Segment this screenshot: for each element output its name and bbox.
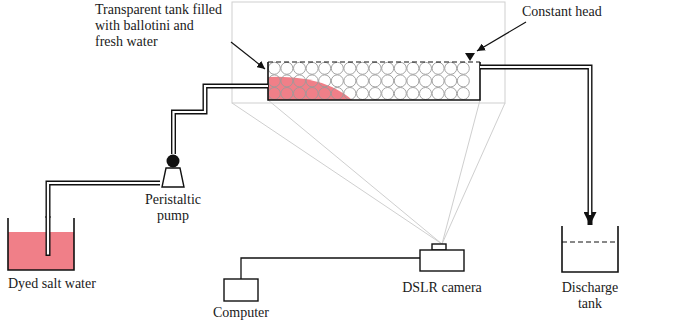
bead — [306, 88, 318, 100]
head-symbol — [465, 53, 475, 61]
tank-water — [268, 62, 480, 100]
bead — [268, 75, 280, 87]
discharge-tank-node: Discharge tank — [562, 226, 618, 272]
bead — [331, 62, 343, 74]
bead — [357, 88, 369, 100]
bead — [432, 62, 444, 74]
tank-node: Transparent tank filled with ballotini a… — [268, 62, 480, 100]
connector-line — [174, 86, 269, 154]
bead — [357, 62, 369, 74]
callout-label: Constant head — [522, 4, 602, 20]
salt-water — [8, 232, 74, 270]
bead — [294, 88, 306, 100]
bead — [420, 75, 432, 87]
cable-connector — [241, 258, 420, 279]
view-frame-box — [232, 2, 505, 103]
tube-bore — [174, 86, 269, 154]
bead — [407, 75, 419, 87]
node-label: Transparent tank filled with ballotini a… — [95, 2, 223, 50]
view-frame — [232, 2, 505, 244]
bead — [445, 75, 457, 87]
leader-line — [477, 22, 526, 51]
tube — [46, 216, 51, 256]
water-level — [562, 242, 618, 243]
water-level — [268, 61, 480, 62]
bead — [281, 75, 293, 87]
pump-node: Peristaltic pump — [160, 150, 186, 188]
bead — [369, 62, 381, 74]
bead — [420, 62, 432, 74]
bead — [357, 75, 369, 87]
bead — [420, 88, 432, 100]
bead — [445, 88, 457, 100]
bead — [344, 62, 356, 74]
view-line — [442, 100, 480, 244]
tube-connector — [480, 67, 590, 225]
bead — [344, 75, 356, 87]
bead — [281, 62, 293, 74]
bead — [331, 75, 343, 87]
bead — [268, 88, 280, 100]
bead — [457, 62, 469, 74]
bead — [344, 88, 356, 100]
computer-node: Computer — [224, 279, 258, 301]
leader-line — [231, 42, 265, 69]
tube-bore — [48, 183, 160, 218]
connector-line — [480, 67, 590, 225]
bead — [394, 88, 406, 100]
tube-connector — [174, 86, 269, 154]
tube-bore — [480, 67, 590, 215]
connector-line — [241, 258, 420, 279]
tube — [47, 216, 49, 255]
bead — [457, 75, 469, 87]
node-label: DSLR camera — [392, 280, 492, 296]
connector-line — [48, 183, 160, 218]
ballotini — [268, 62, 469, 99]
pump-base — [162, 168, 184, 187]
pump-rotor — [167, 155, 180, 168]
bead — [432, 75, 444, 87]
bead — [382, 88, 394, 100]
bead — [394, 62, 406, 74]
bead — [306, 75, 318, 87]
bead — [407, 62, 419, 74]
bead — [268, 62, 280, 74]
bucket — [562, 226, 618, 272]
bead — [432, 88, 444, 100]
camera-top — [432, 244, 446, 250]
bead — [369, 88, 381, 100]
computer-box — [224, 279, 258, 301]
bead — [294, 62, 306, 74]
bucket — [8, 218, 74, 270]
bead — [331, 88, 343, 100]
camera-node: DSLR camera — [420, 244, 464, 271]
bead — [306, 62, 318, 74]
bead — [445, 62, 457, 74]
tank-wall — [268, 62, 480, 100]
camera-body — [420, 250, 464, 271]
bead — [382, 75, 394, 87]
bead — [382, 62, 394, 74]
node-label: Dyed salt water — [8, 276, 148, 292]
tube-connector — [48, 183, 160, 218]
bead — [457, 88, 469, 100]
bead — [319, 75, 331, 87]
node-label: Discharge tank — [555, 280, 625, 312]
reservoir-node: Dyed salt water — [8, 218, 74, 270]
bead — [319, 88, 331, 100]
node-label: Computer — [201, 305, 281, 321]
bead — [294, 75, 306, 87]
bead — [281, 88, 293, 100]
view-line — [268, 100, 442, 244]
bead — [369, 75, 381, 87]
bead — [407, 88, 419, 100]
view-line — [232, 103, 442, 244]
node-label: Peristaltic pump — [138, 192, 208, 224]
bead — [394, 75, 406, 87]
bead — [319, 62, 331, 74]
